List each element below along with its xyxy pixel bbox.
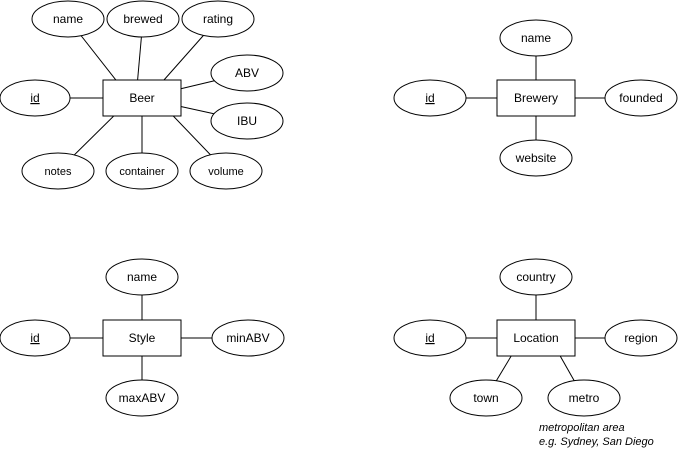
metro-annotation-line2: e.g. Sydney, San Diego	[539, 436, 654, 448]
brewery-attr-founded-label: founded	[619, 91, 662, 105]
beer-attr-volume-label: volume	[208, 166, 243, 178]
brewery-attr-website: website	[499, 139, 573, 177]
metro-annotation: metropolitan area e.g. Sydney, San Diego	[539, 422, 654, 448]
metro-annotation-line1: metropolitan area	[539, 422, 625, 434]
location-attr-id-label: id	[425, 331, 434, 345]
brewery-entity: Brewery	[496, 79, 576, 117]
location-attr-town: town	[449, 379, 523, 417]
style-attr-id: id	[0, 319, 71, 357]
brewery-attr-id: id	[393, 79, 467, 117]
beer-attr-id-label: id	[30, 91, 39, 105]
beer-attr-brewed: brewed	[106, 0, 180, 38]
beer-attr-notes-label: notes	[45, 166, 72, 178]
location-entity-label: Location	[513, 331, 558, 345]
beer-attr-abv: ABV	[210, 54, 284, 92]
beer-attr-container: container	[105, 152, 179, 190]
brewery-attr-website-label: website	[515, 151, 557, 165]
location-attr-country: country	[499, 258, 573, 296]
location-attr-region-label: region	[624, 331, 657, 345]
location-attr-town-label: town	[473, 391, 498, 405]
beer-attr-rating: rating	[181, 0, 255, 38]
style-entity-label: Style	[129, 331, 156, 345]
beer-attr-brewed-label: brewed	[123, 12, 162, 26]
style-attr-minabv-label: minABV	[226, 331, 269, 345]
style-attr-minabv: minABV	[211, 319, 285, 357]
style-entity: Style	[102, 319, 182, 357]
style-attr-name: name	[105, 258, 179, 296]
beer-attr-notes: notes	[21, 152, 95, 190]
brewery-entity-label: Brewery	[514, 91, 558, 105]
location-attr-id: id	[393, 319, 467, 357]
brewery-attr-name-label: name	[521, 31, 551, 45]
brewery-attr-founded: founded	[604, 79, 678, 117]
location-attr-metro-label: metro	[569, 391, 600, 405]
brewery-attr-name: name	[499, 19, 573, 57]
beer-attr-rating-label: rating	[203, 12, 233, 26]
beer-attr-ibu-label: IBU	[237, 114, 257, 128]
style-attr-maxabv-label: maxABV	[119, 391, 166, 405]
location-attr-metro: metro	[547, 379, 621, 417]
beer-attr-volume: volume	[189, 152, 263, 190]
brewery-attr-id-label: id	[425, 91, 434, 105]
style-attr-maxabv: maxABV	[105, 379, 179, 417]
location-entity: Location	[496, 319, 576, 357]
style-attr-id-label: id	[30, 331, 39, 345]
beer-entity-label: Beer	[129, 91, 154, 105]
beer-attr-container-label: container	[119, 166, 165, 178]
location-attr-region: region	[604, 319, 678, 357]
beer-attr-id: id	[0, 79, 71, 117]
style-attr-name-label: name	[127, 270, 157, 284]
beer-attr-abv-label: ABV	[235, 66, 259, 80]
beer-attr-name: name	[31, 0, 105, 38]
location-attr-country-label: country	[516, 270, 555, 284]
beer-attr-name-label: name	[53, 12, 83, 26]
beer-entity: Beer	[102, 79, 182, 117]
beer-attr-ibu: IBU	[210, 102, 284, 140]
